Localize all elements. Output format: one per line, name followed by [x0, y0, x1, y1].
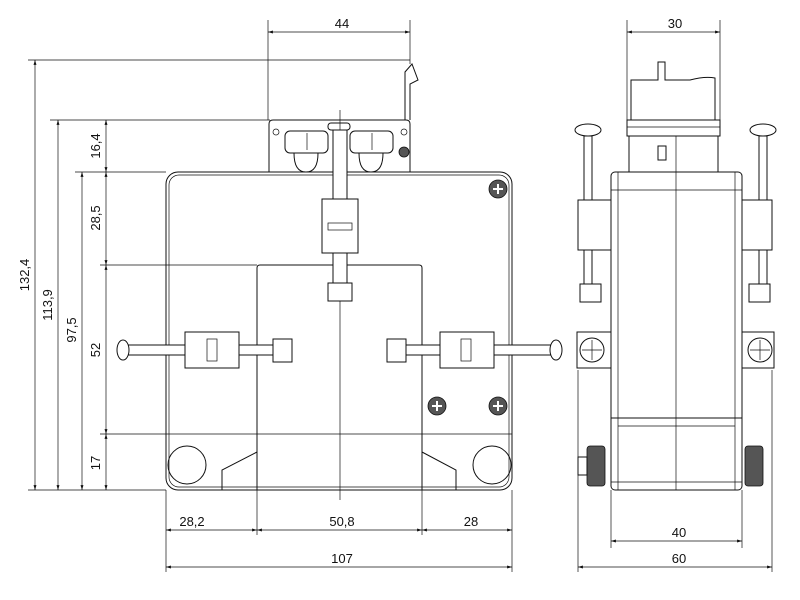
- knurled-knob: [586, 445, 606, 487]
- dim-total-width: 107: [331, 551, 353, 566]
- screw-icon: [398, 146, 410, 158]
- dim-total-height: 132,4: [17, 259, 32, 292]
- dim-base-height: 17: [88, 456, 103, 470]
- top-terminal-block: [268, 63, 419, 173]
- knurled-knob: [744, 445, 764, 487]
- dim-front-top-width: 44: [335, 16, 349, 31]
- dim-side-top-width: 30: [668, 16, 682, 31]
- dim-left-width: 28,2: [179, 514, 204, 529]
- dim-body-height: 97,5: [64, 317, 79, 342]
- screw-icon: [488, 179, 508, 199]
- side-view: [574, 61, 777, 491]
- dim-upper-height: 28,5: [88, 205, 103, 230]
- dim-window-height: 52: [88, 343, 103, 357]
- front-view: [116, 63, 563, 500]
- mounting-foot: [472, 445, 512, 485]
- dim-terminal-top-height: 113,9: [40, 289, 55, 321]
- dimension-lines: [28, 20, 773, 572]
- dim-terminal-height: 16,4: [88, 133, 103, 158]
- screw-icon: [488, 396, 508, 416]
- mounting-foot: [167, 445, 207, 485]
- dim-window-width: 50,8: [329, 514, 354, 529]
- dim-side-total-width: 60: [672, 551, 686, 566]
- top-clamp: [321, 129, 359, 302]
- dim-right-width: 28: [464, 514, 478, 529]
- right-clamp: [386, 331, 563, 369]
- screw-icon: [427, 396, 447, 416]
- left-clamp: [116, 331, 293, 369]
- dim-side-body-width: 40: [672, 525, 686, 540]
- dimension-labels: 44 132,4 113,9 97,5 16,4 28,5 52 17 28,2…: [17, 16, 686, 566]
